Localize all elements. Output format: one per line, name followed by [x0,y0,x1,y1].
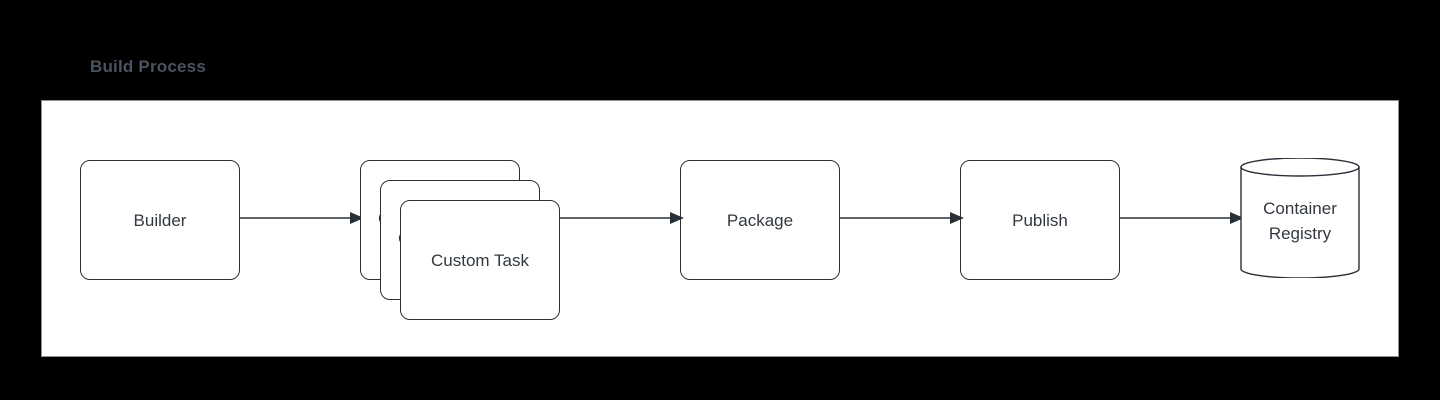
node-package-label: Package [726,210,794,230]
connector-custom-task-to-package [560,210,684,226]
connector-package-to-publish [840,210,964,226]
cylinder-top-ellipse [1240,158,1360,177]
group-title: Build Process [90,57,206,76]
node-container-registry[interactable]: Container Registry [1240,158,1360,278]
cylinder-body [1240,166,1360,278]
node-publish-label: Publish [1012,210,1068,230]
node-builder[interactable]: Builder [80,160,240,280]
connector-builder-to-custom-task [240,210,364,226]
node-publish[interactable]: Publish [960,160,1120,280]
node-package[interactable]: Package [680,160,840,280]
node-custom-task[interactable]: Custom Task [400,200,560,320]
connector-publish-to-container-registry [1120,210,1244,226]
node-container-registry-label: Container Registry [1263,199,1337,243]
node-builder-label: Builder [133,210,187,230]
node-custom-task-label: Custom Task [431,250,529,270]
